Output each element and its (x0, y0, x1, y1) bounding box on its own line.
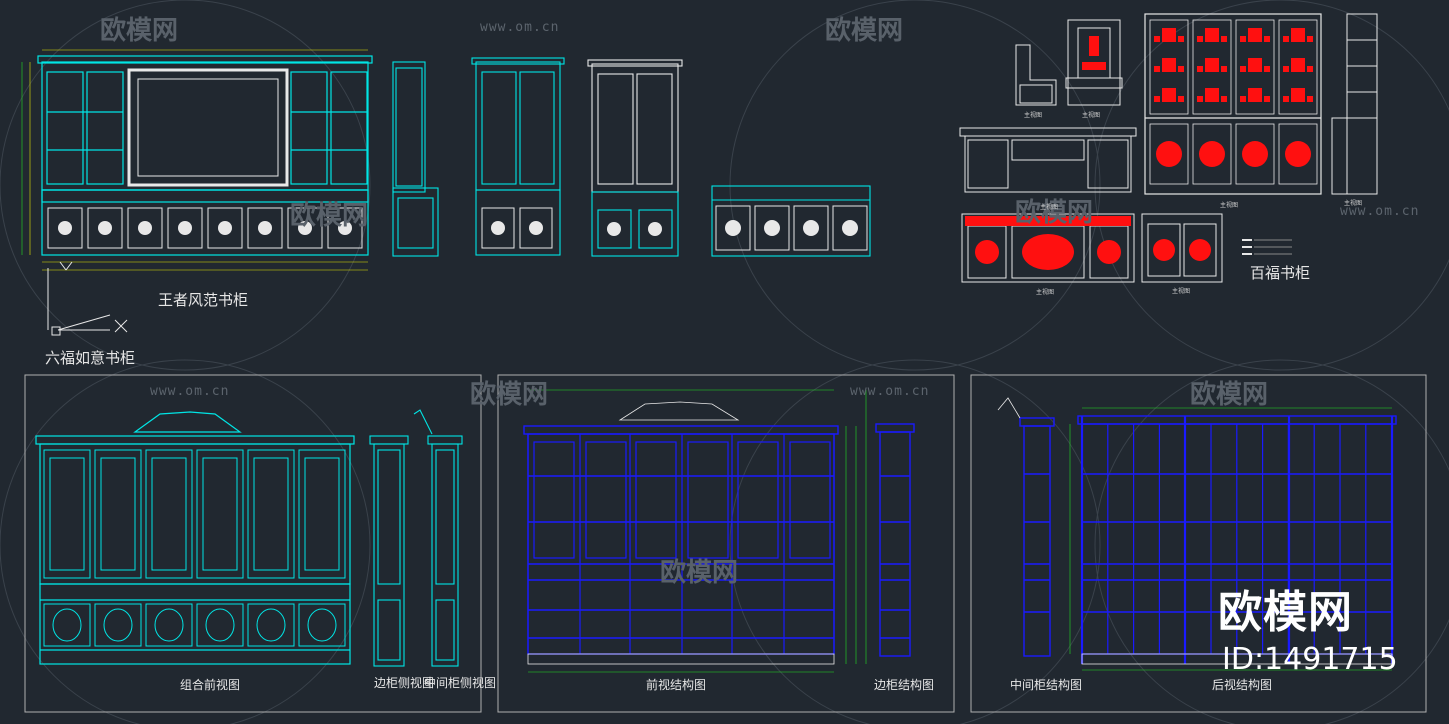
watermark-brand: 欧模网 (660, 558, 739, 588)
label-wangzhe: 王者风范书柜 (158, 291, 249, 309)
combined-front-view (35, 409, 463, 667)
watermark-brand: 欧模网 (825, 16, 904, 46)
wangzhe-side-view (392, 61, 439, 257)
label-middle-cabinet-side: 中间柜侧视图 (424, 676, 497, 690)
watermark-brand: 欧模网 (100, 16, 179, 46)
rear-structure-view (997, 397, 1397, 671)
caption-lattice: 主视图 (1220, 202, 1239, 209)
watermark-url: www.om.cn (480, 20, 560, 35)
watermark-url: www.om.cn (850, 384, 930, 399)
wangzhe-front-elevation (21, 49, 373, 271)
label-side-cabinet-side: 边柜侧视图 (374, 676, 435, 690)
label-rear-structure: 后视结构图 (1212, 678, 1273, 692)
watermark-brand: 欧模网 (470, 380, 549, 410)
front-structure-view (523, 389, 915, 673)
caption-desk: 主视图 (1040, 204, 1059, 211)
white-two-door-cabinet (587, 59, 683, 257)
caption-small-cabinet: 主视图 (1172, 288, 1191, 295)
caption-chair-1: 主视图 (1024, 112, 1043, 119)
bottom-frames (24, 374, 1427, 713)
caption-chair-2: 主视图 (1082, 112, 1101, 119)
label-side-cabinet-structure: 边柜结构图 (874, 678, 935, 692)
label-baifu: 百福书柜 (1250, 264, 1311, 282)
label-combined-front: 组合前视图 (180, 678, 241, 692)
watermark-brand: 欧模网 (1190, 380, 1269, 410)
leader-line (47, 261, 128, 336)
label-liufu: 六福如意书柜 (45, 349, 136, 367)
watermark-url: www.om.cn (1340, 204, 1420, 219)
baifu-cluster (959, 13, 1378, 283)
watermark-brand: 欧模网 (290, 201, 369, 231)
label-front-structure: 前视结构图 (646, 678, 707, 692)
low-four-door-cabinet (711, 185, 871, 257)
caption-red-cabinet: 主视图 (1036, 289, 1055, 296)
model-id: ID:1491715 (1222, 642, 1398, 677)
two-door-glass-cabinet (471, 57, 565, 256)
label-middle-cabinet-structure: 中间柜结构图 (1010, 678, 1083, 692)
watermark-url: www.om.cn (150, 384, 230, 399)
brand-logo-text: 欧模网 (1218, 587, 1353, 638)
caption-shelf: 主视图 (1344, 200, 1363, 207)
watermark-brand: 欧模网 (1015, 198, 1094, 228)
